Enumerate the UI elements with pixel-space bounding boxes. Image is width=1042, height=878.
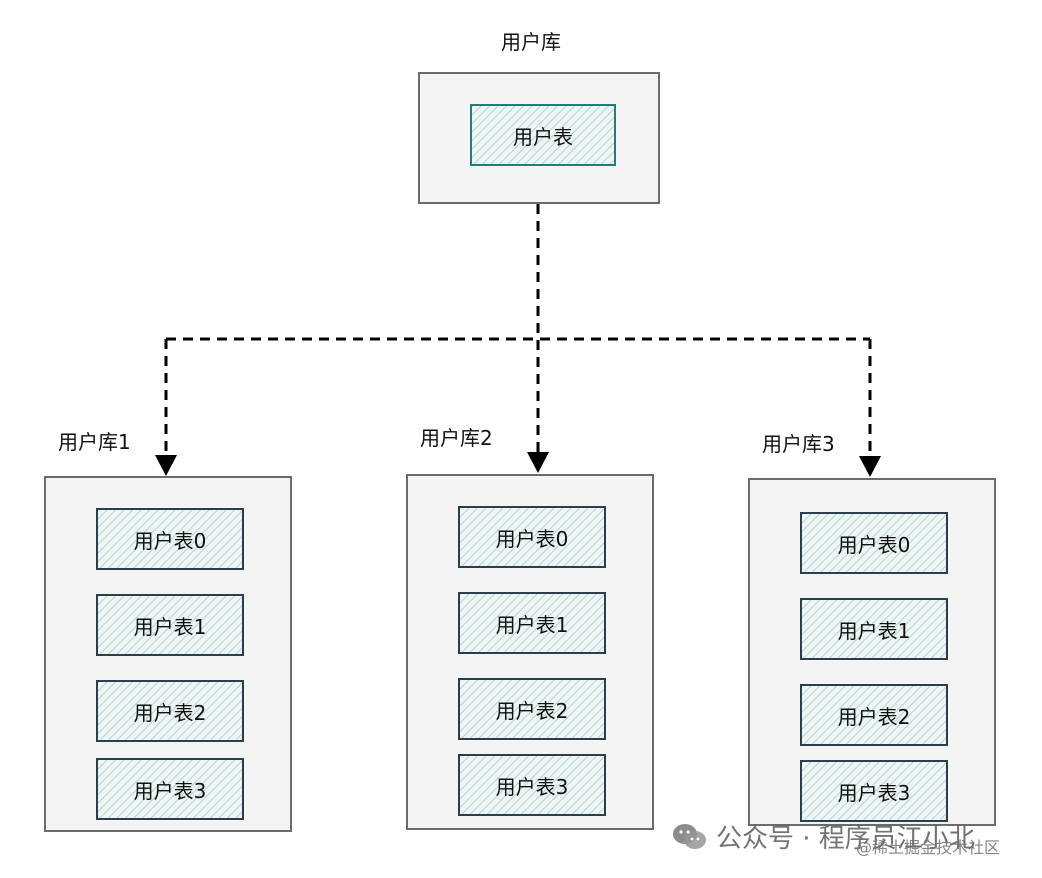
shard-2-table-1: 用户表1 xyxy=(458,592,606,654)
shard-3-label: 用户库3 xyxy=(762,432,835,456)
shard-1-box: 用户表0 用户表1 用户表2 用户表3 xyxy=(44,476,292,832)
arrowhead-shard-1 xyxy=(155,455,177,476)
shard-3-table-2: 用户表2 xyxy=(800,684,948,746)
source-db-label: 用户库 xyxy=(501,30,561,54)
source-user-table: 用户表 xyxy=(470,104,616,166)
shard-3-table-3: 用户表3 xyxy=(800,760,948,822)
arrowhead-shard-2 xyxy=(527,452,549,473)
watermark: 公众号 · 程序员江小北 xyxy=(672,818,975,855)
wechat-icon xyxy=(673,823,706,849)
shard-2-box: 用户表0 用户表1 用户表2 用户表3 xyxy=(406,474,654,830)
watermark-main-text: 公众号 · 程序员江小北 xyxy=(716,824,975,854)
source-db-box: 用户表 xyxy=(418,72,660,204)
shard-1-table-0: 用户表0 xyxy=(96,508,244,570)
shard-2-table-0: 用户表0 xyxy=(458,506,606,568)
shard-1-table-1: 用户表1 xyxy=(96,594,244,656)
shard-1-label: 用户库1 xyxy=(58,430,131,454)
shard-3-table-0: 用户表0 xyxy=(800,512,948,574)
watermark-sub-text: @稀土掘金技术社区 xyxy=(856,838,1001,857)
shard-2-table-2: 用户表2 xyxy=(458,678,606,740)
shard-3-table-1: 用户表1 xyxy=(800,598,948,660)
shard-3-box: 用户表0 用户表1 用户表2 用户表3 xyxy=(748,478,996,826)
shard-1-table-3: 用户表3 xyxy=(96,758,244,820)
arrowhead-shard-3 xyxy=(859,456,881,477)
shard-2-table-3: 用户表3 xyxy=(458,754,606,816)
shard-2-label: 用户库2 xyxy=(420,426,493,450)
shard-1-table-2: 用户表2 xyxy=(96,680,244,742)
